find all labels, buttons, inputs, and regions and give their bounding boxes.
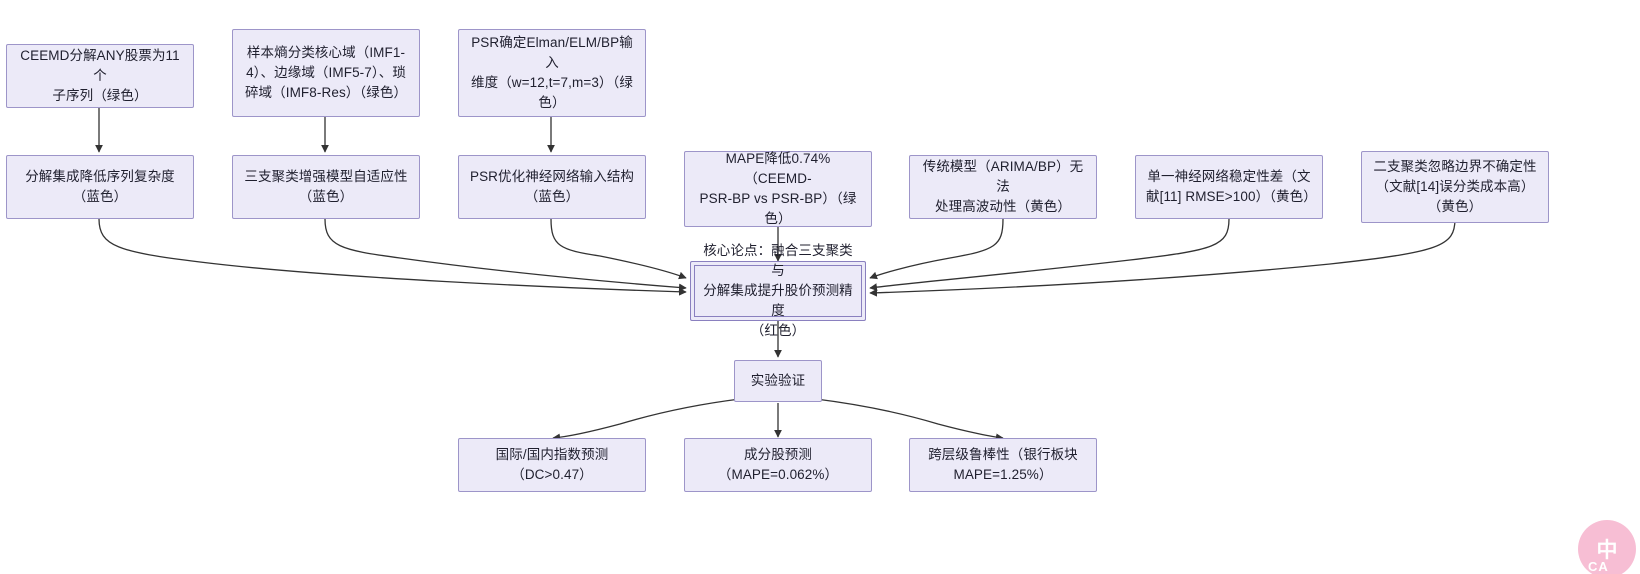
node-premise-1[interactable]: CEEMD分解ANY股票为11个 子序列（绿色）: [6, 44, 194, 108]
node-support-1-label: 分解集成降低序列复杂度 （蓝色）: [25, 169, 175, 204]
node-core-claim[interactable]: 核心论点：融合三支聚类与 分解集成提升股价预测精度 （红色）: [690, 243, 866, 338]
watermark-logo: 中 CA: [1578, 520, 1636, 574]
node-premise-3[interactable]: PSR确定Elman/ELM/BP输入 维度（w=12,t=7,m=3）（绿 色…: [458, 29, 646, 117]
node-gap-3[interactable]: 二支聚类忽略边界不确定性 （文献[14]误分类成本高） （黄色）: [1361, 151, 1549, 223]
edge-support3-core: [550, 218, 687, 280]
node-result-1-label: 国际/国内指数预测 （DC>0.47）: [495, 447, 609, 482]
node-support-2-label: 三支聚类增强模型自适应性 （蓝色）: [244, 169, 408, 204]
edge-gap1-core: [869, 218, 1004, 280]
node-support-1[interactable]: 分解集成降低序列复杂度 （蓝色）: [6, 155, 194, 219]
node-evidence-1-label: MAPE降低0.74%（CEEMD- PSR-BP vs PSR-BP）（绿 色…: [699, 151, 857, 226]
node-result-3-label: 跨层级鲁棒性（银行板块 MAPE=1.25%）: [928, 447, 1078, 482]
node-premise-2[interactable]: 样本熵分类核心域（IMF1- 4）、边缘域（IMF5-7）、琐 碎域（IMF8-…: [232, 29, 420, 117]
node-gap-1[interactable]: 传统模型（ARIMA/BP）无法 处理高波动性（黄色）: [909, 155, 1097, 219]
node-support-3-label: PSR优化神经网络输入结构 （蓝色）: [469, 169, 635, 204]
node-premise-1-label: CEEMD分解ANY股票为11个 子序列（绿色）: [20, 48, 180, 103]
node-experiment[interactable]: 实验验证: [734, 360, 822, 402]
edge-support2-core: [324, 218, 687, 292]
node-experiment-label: 实验验证: [750, 373, 806, 388]
node-result-3[interactable]: 跨层级鲁棒性（银行板块 MAPE=1.25%）: [909, 438, 1097, 492]
edge-experiment-result1: [552, 398, 741, 442]
node-support-3[interactable]: PSR优化神经网络输入结构 （蓝色）: [458, 155, 646, 219]
node-premise-3-label: PSR确定Elman/ELM/BP输入 维度（w=12,t=7,m=3）（绿 色…: [471, 35, 633, 110]
node-premise-2-label: 样本熵分类核心域（IMF1- 4）、边缘域（IMF5-7）、琐 碎域（IMF8-…: [244, 45, 408, 100]
node-core-claim-label: 核心论点：融合三支聚类与 分解集成提升股价预测精度 （红色）: [703, 243, 853, 338]
node-gap-1-label: 传统模型（ARIMA/BP）无法 处理高波动性（黄色）: [922, 159, 1084, 214]
node-evidence-1[interactable]: MAPE降低0.74%（CEEMD- PSR-BP vs PSR-BP）（绿 色…: [684, 151, 872, 227]
watermark-subtext: CA: [1588, 559, 1609, 574]
node-gap-2-label: 单一神经网络稳定性差（文 献[11] RMSE>100）（黄色）: [1146, 169, 1317, 204]
node-gap-2[interactable]: 单一神经网络稳定性差（文 献[11] RMSE>100）（黄色）: [1135, 155, 1323, 219]
node-result-2[interactable]: 成分股预测 （MAPE=0.062%）: [684, 438, 872, 492]
edge-experiment-result3: [815, 398, 1004, 442]
node-result-2-label: 成分股预测 （MAPE=0.062%）: [717, 447, 839, 482]
watermark-char: 中: [1596, 538, 1618, 562]
edge-gap2-core: [869, 218, 1230, 291]
node-support-2[interactable]: 三支聚类增强模型自适应性 （蓝色）: [232, 155, 420, 219]
node-gap-3-label: 二支聚类忽略边界不确定性 （文献[14]误分类成本高） （黄色）: [1373, 159, 1537, 214]
node-result-1[interactable]: 国际/国内指数预测 （DC>0.47）: [458, 438, 646, 492]
edge-support1-core: [98, 218, 687, 296]
edge-gap3-core: [869, 218, 1456, 297]
